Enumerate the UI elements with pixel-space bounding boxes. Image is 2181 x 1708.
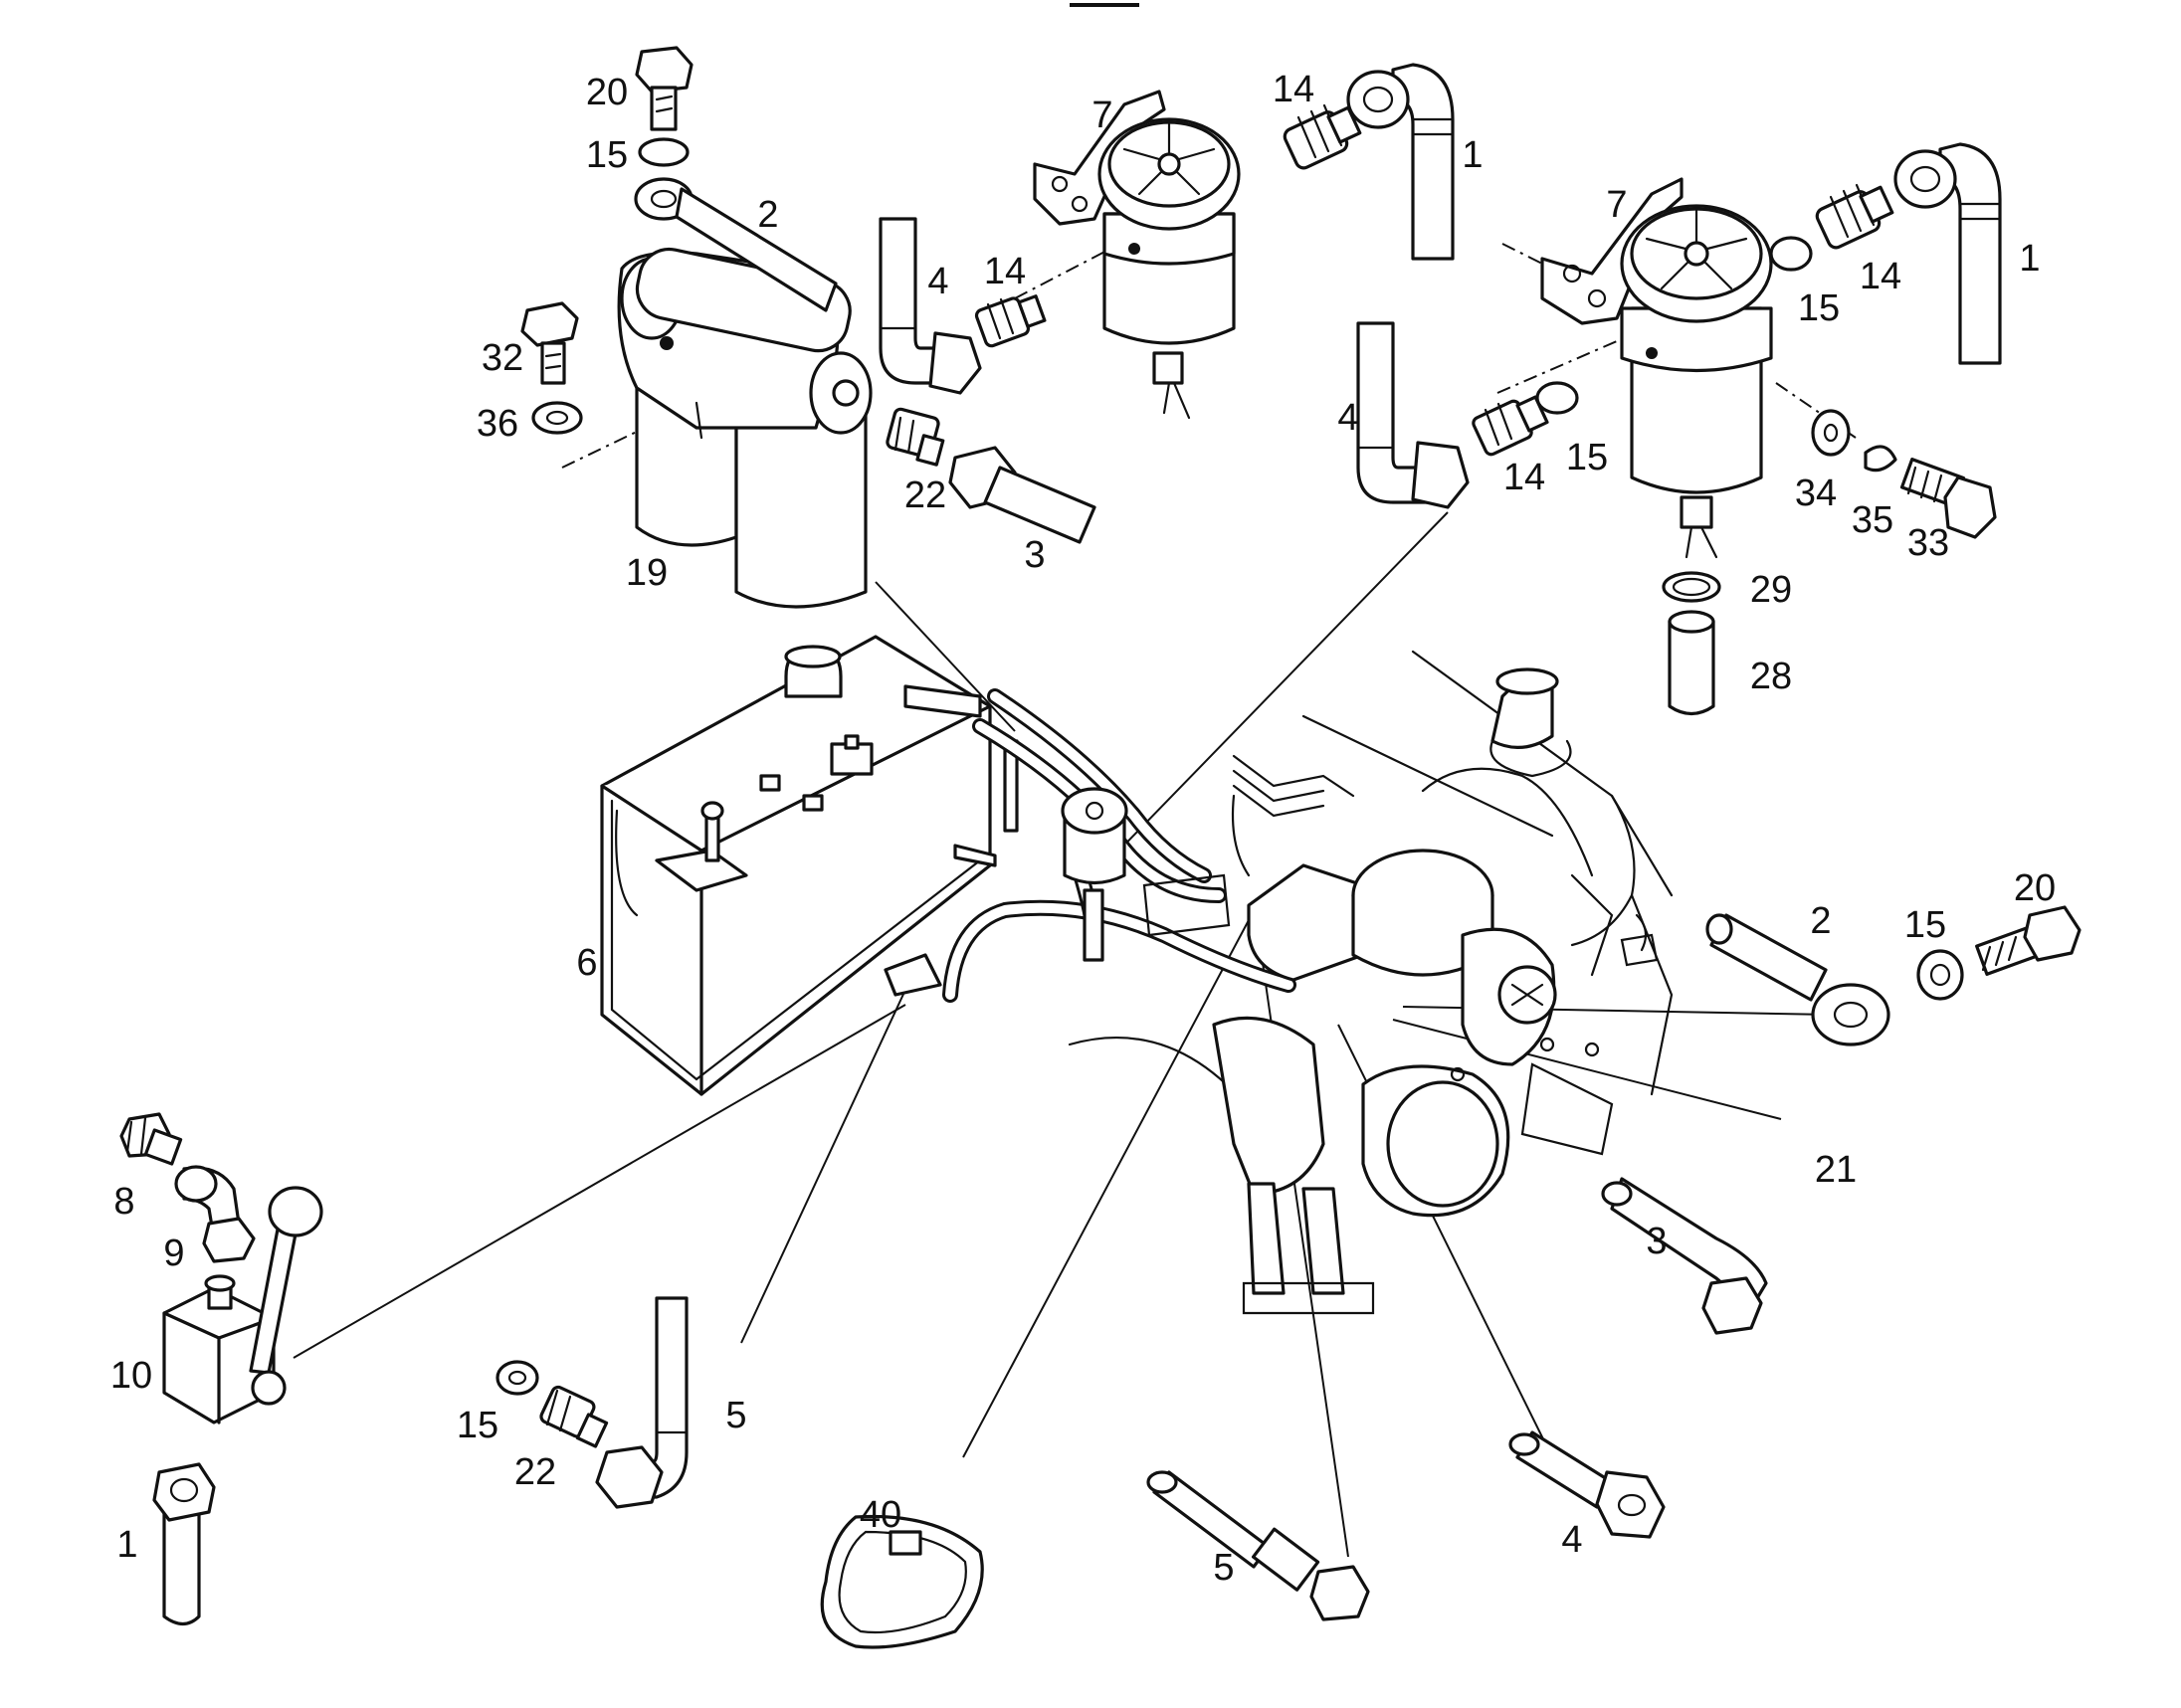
callout-20: 20 [586,72,628,113]
elbow-pipe-4-top [879,217,982,395]
callout-21: 21 [1815,1149,1857,1191]
dual-fuel-filter [617,247,873,609]
elbow-pipe-1-left [1346,63,1455,261]
callout-28: 28 [1750,656,1792,697]
elbow-pipe-4-right [1356,321,1470,509]
bolt-33-washers [1811,409,1997,539]
hose-clamp-40 [820,1514,984,1649]
fuel-filter-7-left [1033,90,1241,420]
callout-3: 3 [1024,534,1045,576]
callout-33: 33 [1907,522,1949,564]
callout-15: 15 [1798,287,1840,329]
union-14-mid [974,294,1047,348]
elbow-pipe-5-bottom [595,1296,689,1509]
callout-4: 4 [927,261,948,302]
callout-3: 3 [1646,1221,1667,1262]
union-14-top [1283,103,1362,170]
leader-lines [293,243,1857,1558]
elbow-pipe-3-bottom [1601,1177,1768,1335]
callout-2: 2 [757,194,778,236]
fuel-tap-assembly [119,1112,323,1626]
banjo-bolt-top-left [634,46,838,312]
callout-7: 7 [1606,184,1627,226]
callout-9: 9 [163,1233,184,1274]
washer-union-15-22 [496,1360,609,1448]
elbow-pipe-1-right [1893,142,2002,365]
callout-32: 32 [482,337,523,379]
bolt-32 [520,301,583,435]
pipe-4-bottom [1508,1430,1666,1539]
callout-8: 8 [113,1181,134,1223]
callout-40: 40 [860,1494,901,1536]
callout-1: 1 [116,1524,137,1566]
callout-5: 5 [1213,1547,1234,1589]
pipe-3-top [948,446,1096,544]
callout-10: 10 [110,1355,152,1397]
callout-20: 20 [2014,867,2056,909]
fuel-filter-7-right [1540,177,1773,559]
callout-29: 29 [1750,569,1792,611]
small-filter-on-engine [1061,787,1128,962]
callout-2: 2 [1810,900,1831,942]
callout-1: 1 [1462,134,1483,176]
union-22-top [886,407,945,467]
callout-6: 6 [576,942,597,984]
callout-19: 19 [626,552,668,594]
banjo-20-15-2-right [1705,905,2082,1046]
callout-15: 15 [457,1405,498,1446]
callout-15: 15 [1566,437,1608,478]
callout-14: 14 [1273,69,1314,110]
callout-4: 4 [1561,1519,1582,1561]
callout-14: 14 [984,251,1026,292]
union-14-right [1769,183,1894,272]
callout-14: 14 [1503,457,1545,498]
clamp-29-hose-28 [1662,571,1721,716]
callout-35: 35 [1852,499,1893,541]
engine-block [1068,650,1674,1315]
callout-1: 1 [2019,238,2040,280]
callout-22: 22 [904,474,946,516]
callout-7: 7 [1091,95,1112,136]
fuel-tank [600,635,1019,1096]
callout-5: 5 [725,1395,746,1436]
callout-4: 4 [1337,397,1358,439]
union-14-right-lower [1472,381,1579,457]
callout-22: 22 [514,1451,556,1493]
callout-15: 15 [1904,904,1946,946]
callout-labels: 20 15 2 32 36 19 7 14 1 4 14 22 3 7 15 1… [110,69,2056,1589]
callout-14: 14 [1860,256,1901,297]
callout-15: 15 [586,134,628,176]
callout-34: 34 [1795,473,1837,514]
callout-36: 36 [477,403,518,445]
pipe-5-bottom [1146,1470,1370,1621]
